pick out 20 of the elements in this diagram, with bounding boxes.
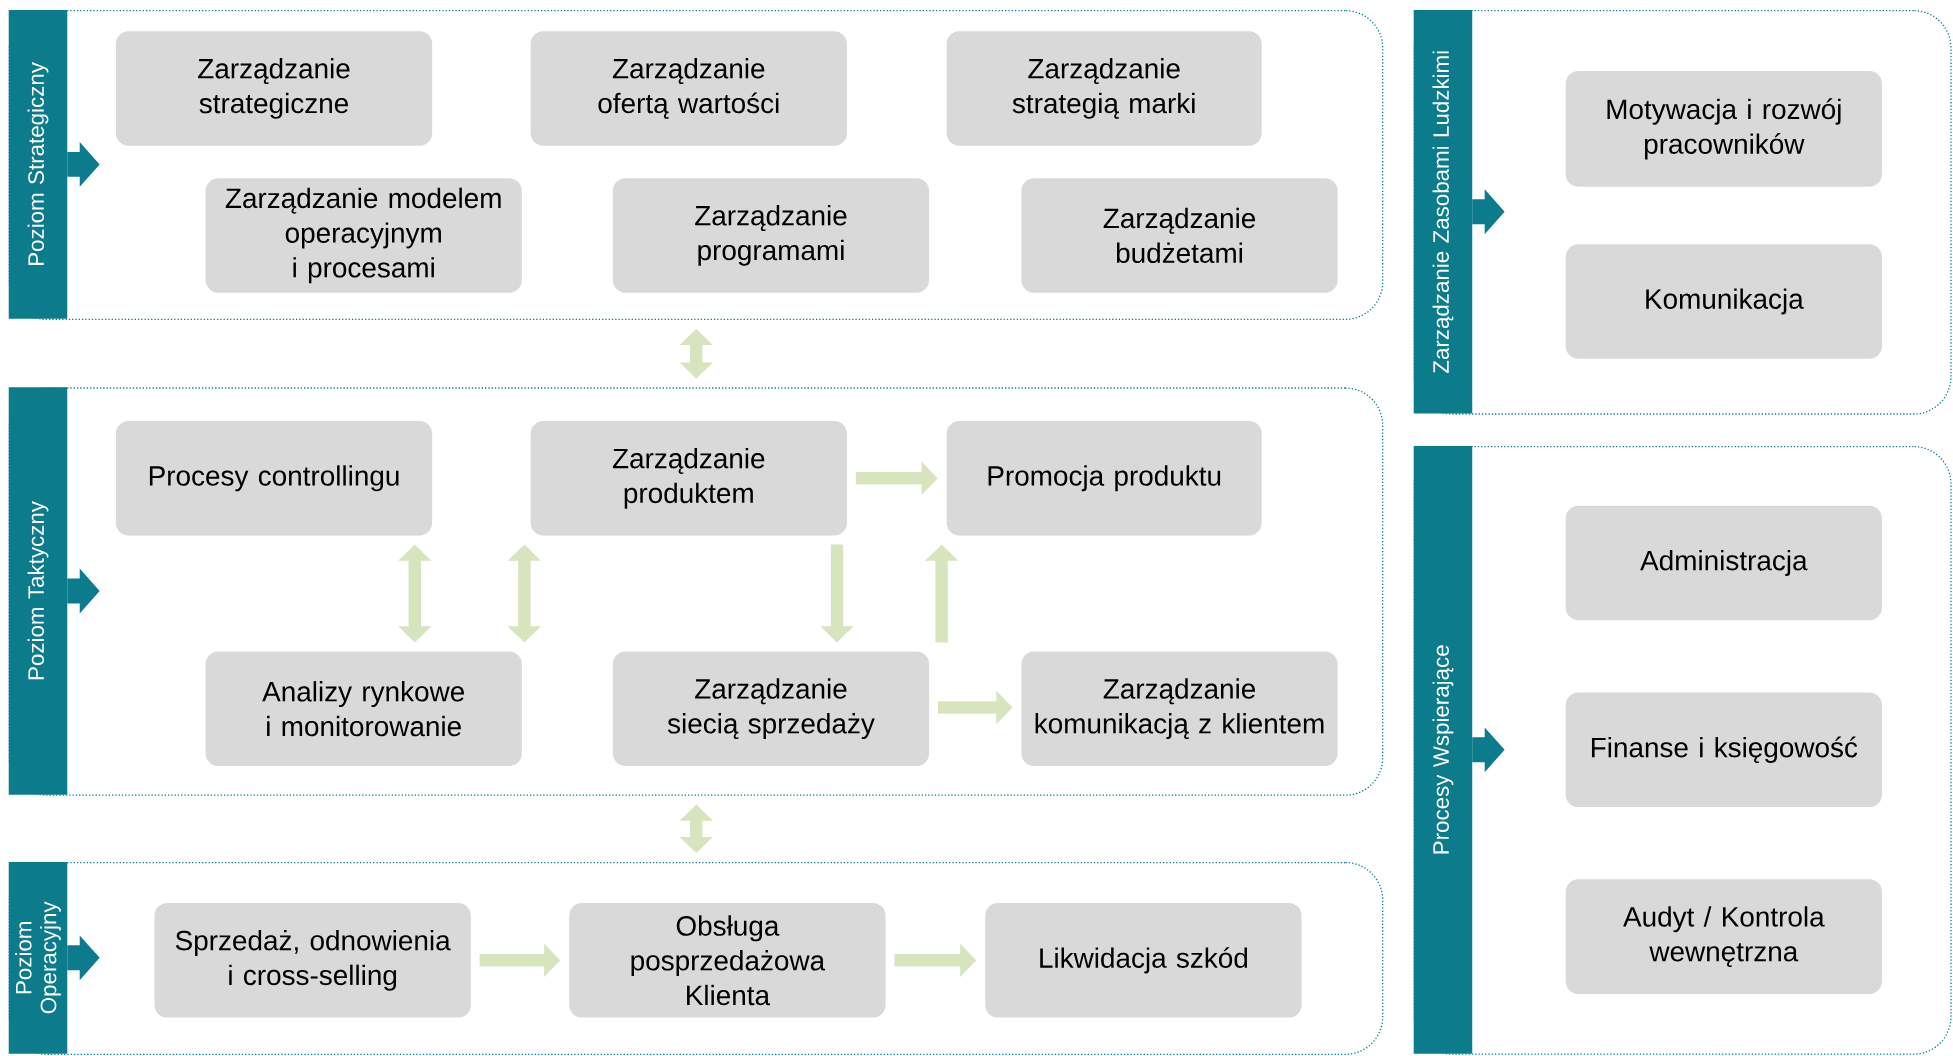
process-box: Zarządzanie modelem operacyjnym i procesami [205, 178, 522, 293]
process-box: Motywacja i rozwój pracowników [1565, 70, 1882, 187]
process-box: Administracja [1565, 505, 1882, 621]
process-box: Zarządzanie produktem [530, 420, 847, 536]
process-box: Sprzedaż, odnowienia i cross-selling [154, 902, 471, 1018]
process-box: Obsługa posprzedażowa Klienta [569, 902, 886, 1018]
process-box: Zarządzanie siecią sprzedaży [612, 651, 930, 766]
process-box: Audyt / Kontrola wewnętrzna [1565, 879, 1882, 994]
process-box: Zarządzanie ofertą wartości [530, 31, 847, 146]
process-box: Zarządzanie strategią marki [946, 31, 1262, 146]
process-box: Procesy controllingu [115, 420, 433, 536]
process-box: Promocja produktu [946, 420, 1262, 536]
process-box: Komunikacja [1565, 244, 1882, 359]
process-box: Zarządzanie budżetami [1021, 178, 1338, 293]
process-box: Finanse i księgowość [1565, 692, 1882, 807]
process-box: Zarządzanie komunikacją z klientem [1021, 651, 1338, 766]
process-box: Likwidacja szkód [985, 902, 1302, 1018]
process-box: Zarządzanie strategiczne [115, 31, 433, 146]
process-box: Analizy rynkowe i monitorowanie [205, 651, 522, 766]
process-box: Zarządzanie programami [612, 178, 930, 293]
